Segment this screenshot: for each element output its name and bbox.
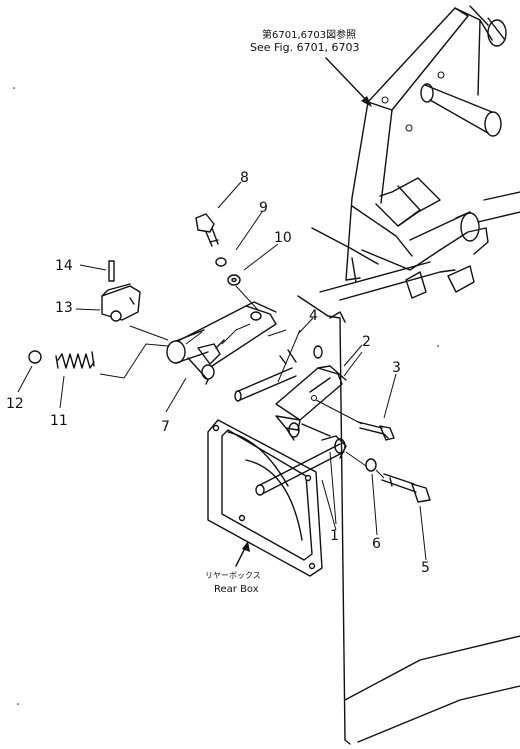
callout-8: 8 (240, 170, 249, 186)
bolt-part-3 (357, 421, 395, 441)
callout-12: 12 (6, 396, 24, 412)
pin-part-4 (234, 329, 323, 402)
shaft-part-1 (255, 435, 347, 525)
callout-5: 5 (421, 560, 430, 576)
callout-9: 9 (259, 200, 268, 216)
rear-box-label-jp: リヤーボックス (205, 571, 261, 580)
block-part-13 (101, 283, 141, 322)
figure-reference-jp: 第6701,6703図参照 (262, 28, 356, 41)
callout-6: 6 (372, 536, 381, 552)
housing-plate (297, 295, 520, 745)
callout-13: 13 (55, 300, 73, 316)
callout-10: 10 (274, 230, 292, 246)
ball-part-12 (28, 350, 42, 364)
figure-reference-arrow (325, 57, 371, 105)
callout-4: 4 (309, 308, 318, 324)
bolt-part-8 (195, 213, 219, 247)
roll-pin-part-14 (108, 260, 115, 282)
callout-1: 1 (330, 528, 339, 544)
lever-part-2 (275, 351, 363, 441)
upper-bracket-assembly (311, 5, 520, 301)
lever-part-7 (166, 301, 277, 385)
figure-reference-en: See Fig. 6701, 6703 (250, 41, 360, 54)
lock-washer-part-6 (365, 458, 377, 472)
bolt-part-5 (381, 473, 431, 503)
callout-7: 7 (161, 419, 170, 435)
rear-box-label-en: Rear Box (214, 584, 259, 595)
spring-part-11 (55, 351, 95, 369)
callout-11: 11 (50, 413, 68, 429)
callout-14: 14 (55, 258, 73, 274)
lock-washer-part-9 (215, 257, 227, 267)
washer-part-10 (227, 274, 241, 286)
rear-box-gasket (207, 419, 323, 577)
callout-3: 3 (392, 360, 401, 376)
callout-2: 2 (362, 334, 371, 350)
